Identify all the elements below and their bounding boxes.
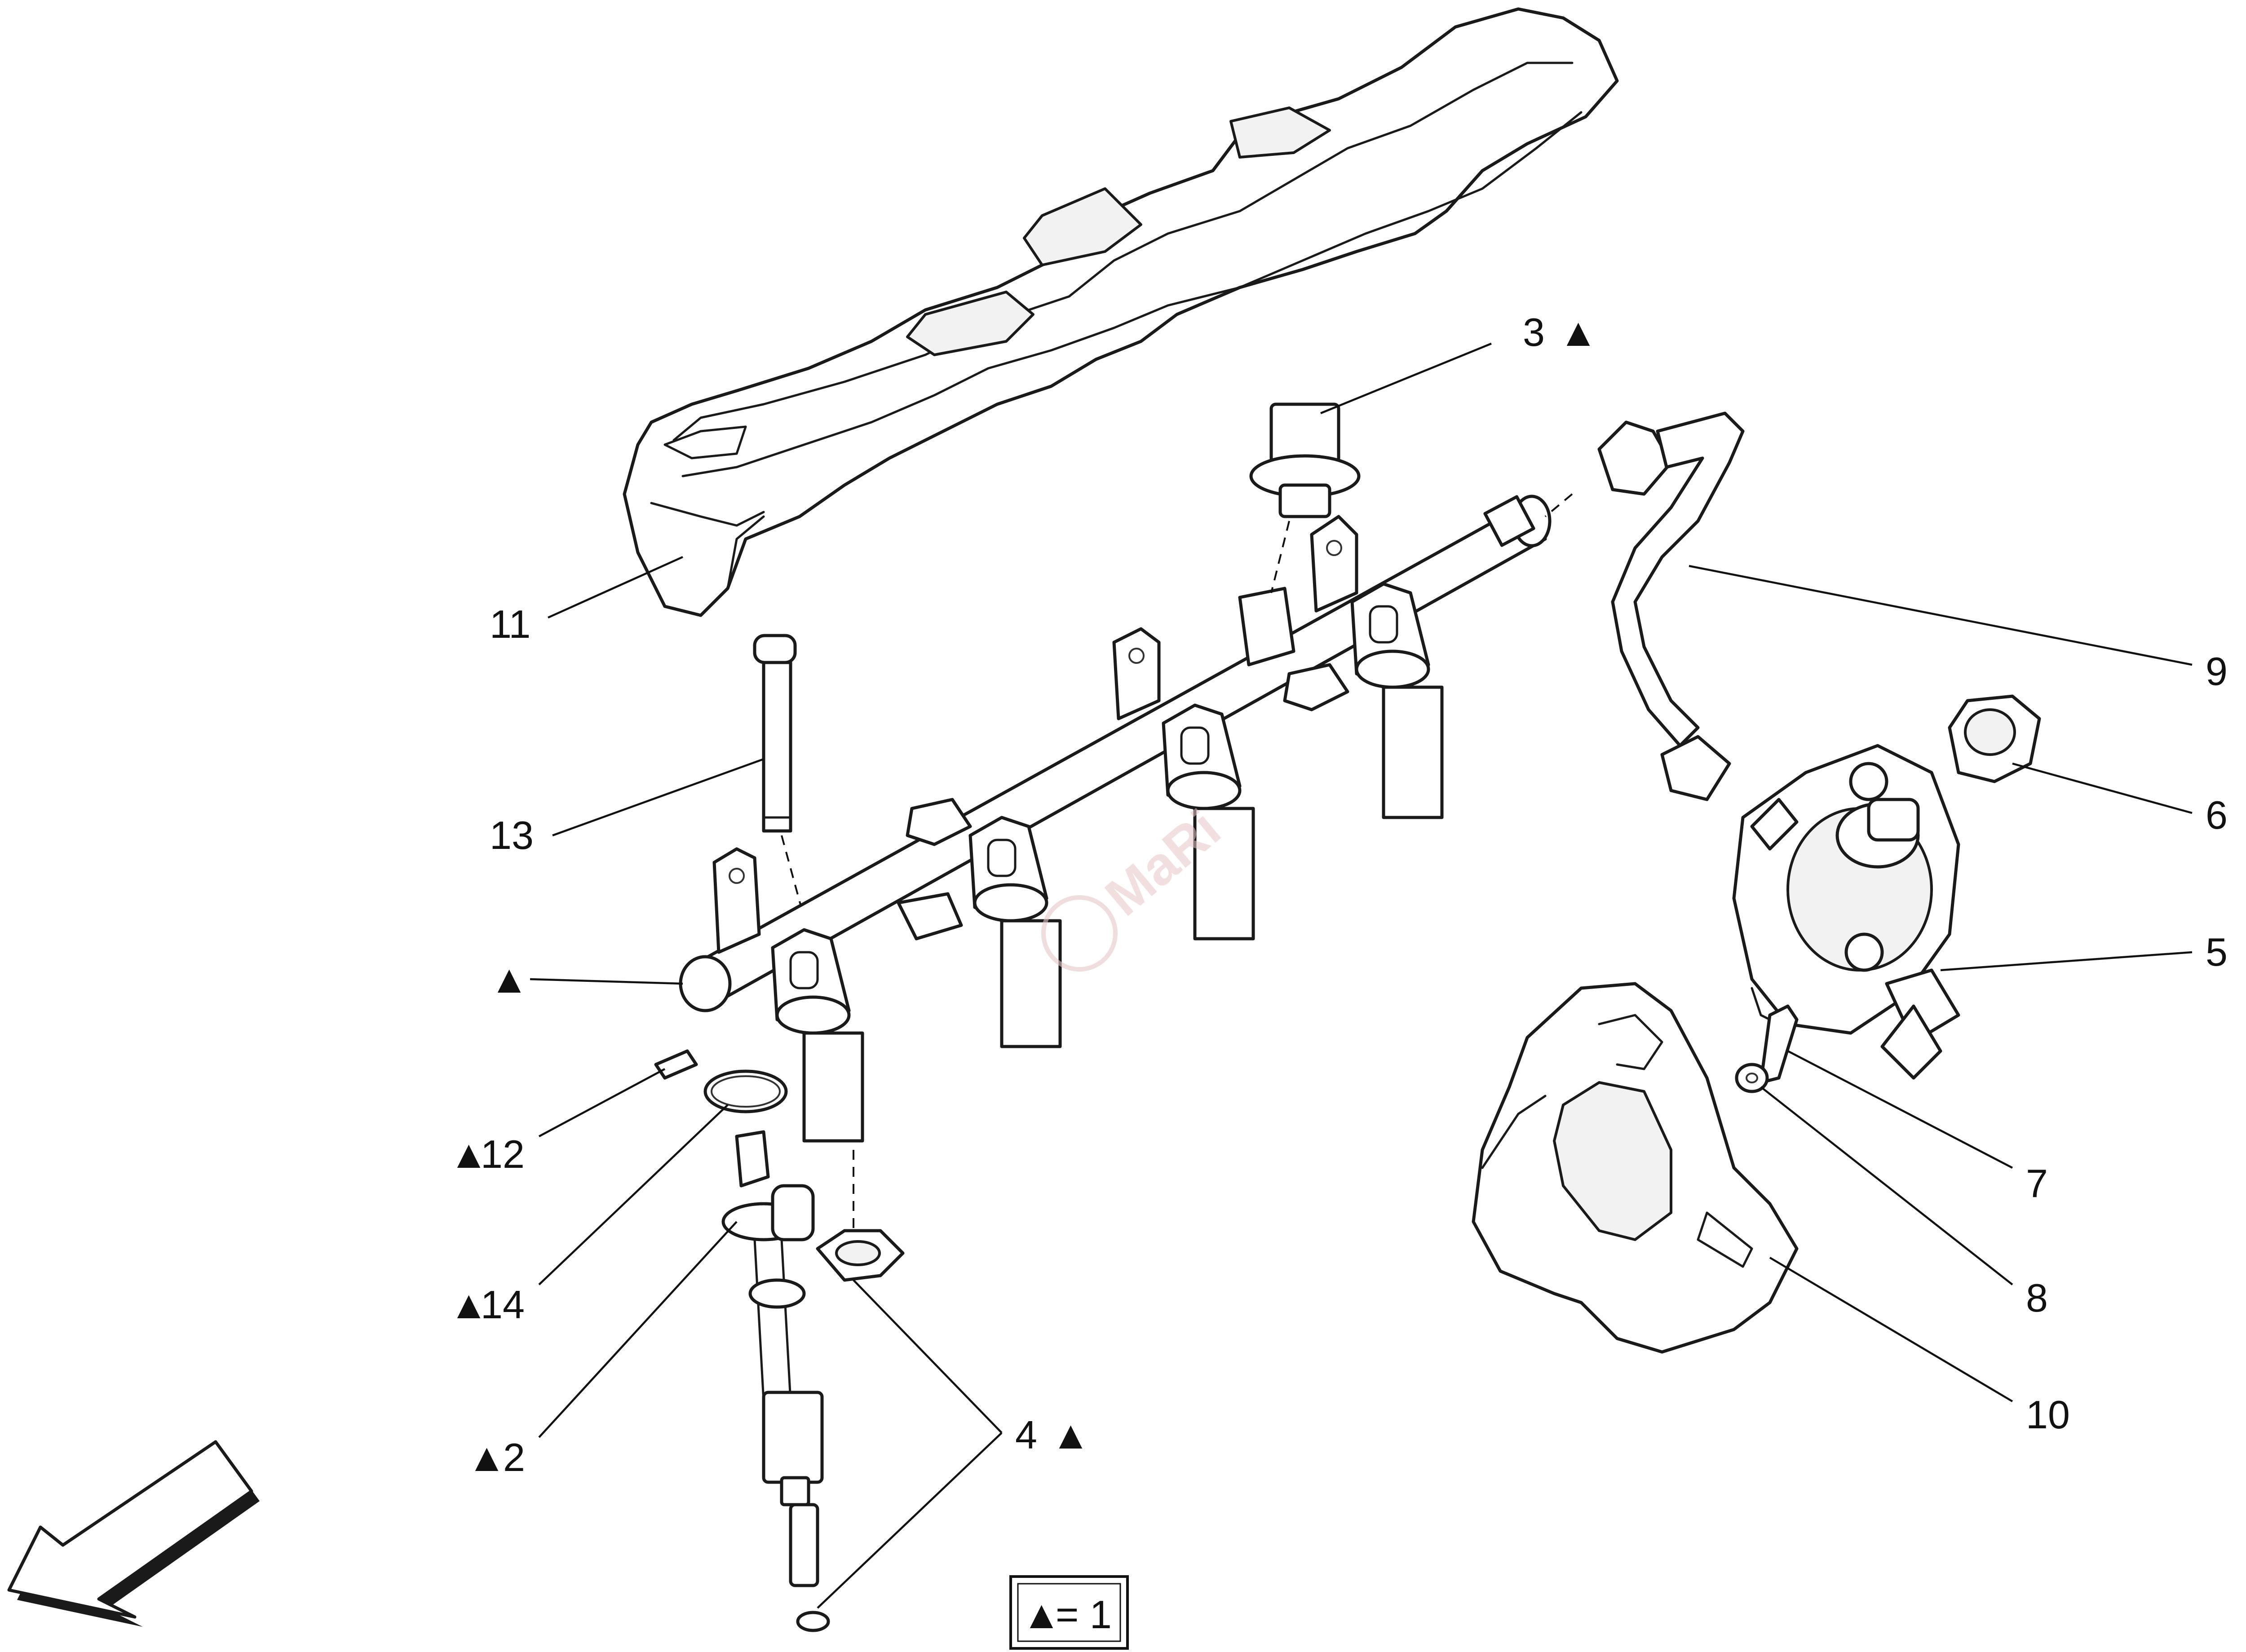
injector-cup-2 (968, 816, 1062, 1048)
svg-text:12: 12 (481, 1132, 525, 1176)
callout-11: 11 (490, 602, 531, 646)
svg-text:2: 2 (503, 1435, 525, 1480)
injector-cup-4 (1350, 582, 1444, 819)
svg-text:5: 5 (2206, 930, 2228, 974)
svg-text:13: 13 (490, 813, 534, 857)
callout-14: ▲ 14 (449, 1282, 525, 1327)
svg-text:▲: ▲ (1559, 310, 1598, 354)
svg-text:▲: ▲ (490, 957, 529, 1001)
callout-4: 4 ▲ (1015, 1413, 1090, 1457)
svg-text:11: 11 (490, 602, 531, 646)
o-ring-part-14 (703, 1069, 788, 1113)
svg-text:9: 9 (2206, 649, 2228, 693)
callout-10: 10 (2026, 1392, 2070, 1437)
callout-2: ▲ 2 (467, 1435, 525, 1480)
svg-text:▲: ▲ (449, 1282, 488, 1327)
svg-text:8: 8 (2026, 1276, 2048, 1320)
pressure-sensor-part-3 (1249, 402, 1361, 593)
svg-text:▲: ▲ (449, 1132, 488, 1176)
callout-7: 7 (2026, 1161, 2048, 1206)
svg-text:10: 10 (2026, 1392, 2070, 1437)
svg-text:6: 6 (2206, 793, 2228, 837)
seal-ring-part-4 (796, 1150, 905, 1632)
cap-part-6 (1948, 694, 2041, 783)
svg-text:3: 3 (1523, 310, 1545, 354)
svg-text:▲: ▲ (1051, 1413, 1090, 1457)
svg-text:14: 14 (481, 1282, 525, 1327)
injector-cup-1 (771, 928, 864, 1143)
injector-cup-3 (1162, 703, 1255, 941)
callout-3: 3 ▲ (1523, 310, 1598, 354)
direction-arrow-icon (7, 1440, 260, 1627)
high-pressure-pipe-part-9 (1544, 411, 1745, 801)
svg-text:▲: ▲ (1022, 1592, 1061, 1637)
svg-text:7: 7 (2026, 1161, 2048, 1206)
callout-marker-only: ▲ (490, 957, 529, 1001)
washer-part-8 (1735, 1063, 1769, 1093)
callout-5: 5 (2206, 930, 2228, 974)
injector-part-2 (721, 1130, 824, 1587)
legend-box: ▲ = 1 (1009, 1575, 1129, 1650)
bolt-part-13 (753, 634, 809, 935)
callout-12: ▲ 12 (449, 1132, 525, 1176)
svg-text:= 1: = 1 (1056, 1592, 1112, 1637)
leader-lines (530, 342, 2193, 1609)
callout-6: 6 (2206, 793, 2228, 837)
rail-mounting-brackets (712, 515, 1358, 954)
sensor-port-on-rail (1238, 587, 1295, 667)
callout-9: 9 (2206, 649, 2228, 693)
callout-8: 8 (2026, 1276, 2048, 1320)
callout-13: 13 (490, 813, 534, 857)
svg-text:▲: ▲ (467, 1435, 506, 1480)
pin-part-12 (654, 1049, 698, 1080)
engine-cover-part-11 (623, 7, 1619, 617)
pump-pad-part-10 (1472, 982, 1799, 1354)
svg-text:4: 4 (1015, 1413, 1037, 1457)
high-pressure-pump-part-5 (1732, 744, 1960, 1080)
